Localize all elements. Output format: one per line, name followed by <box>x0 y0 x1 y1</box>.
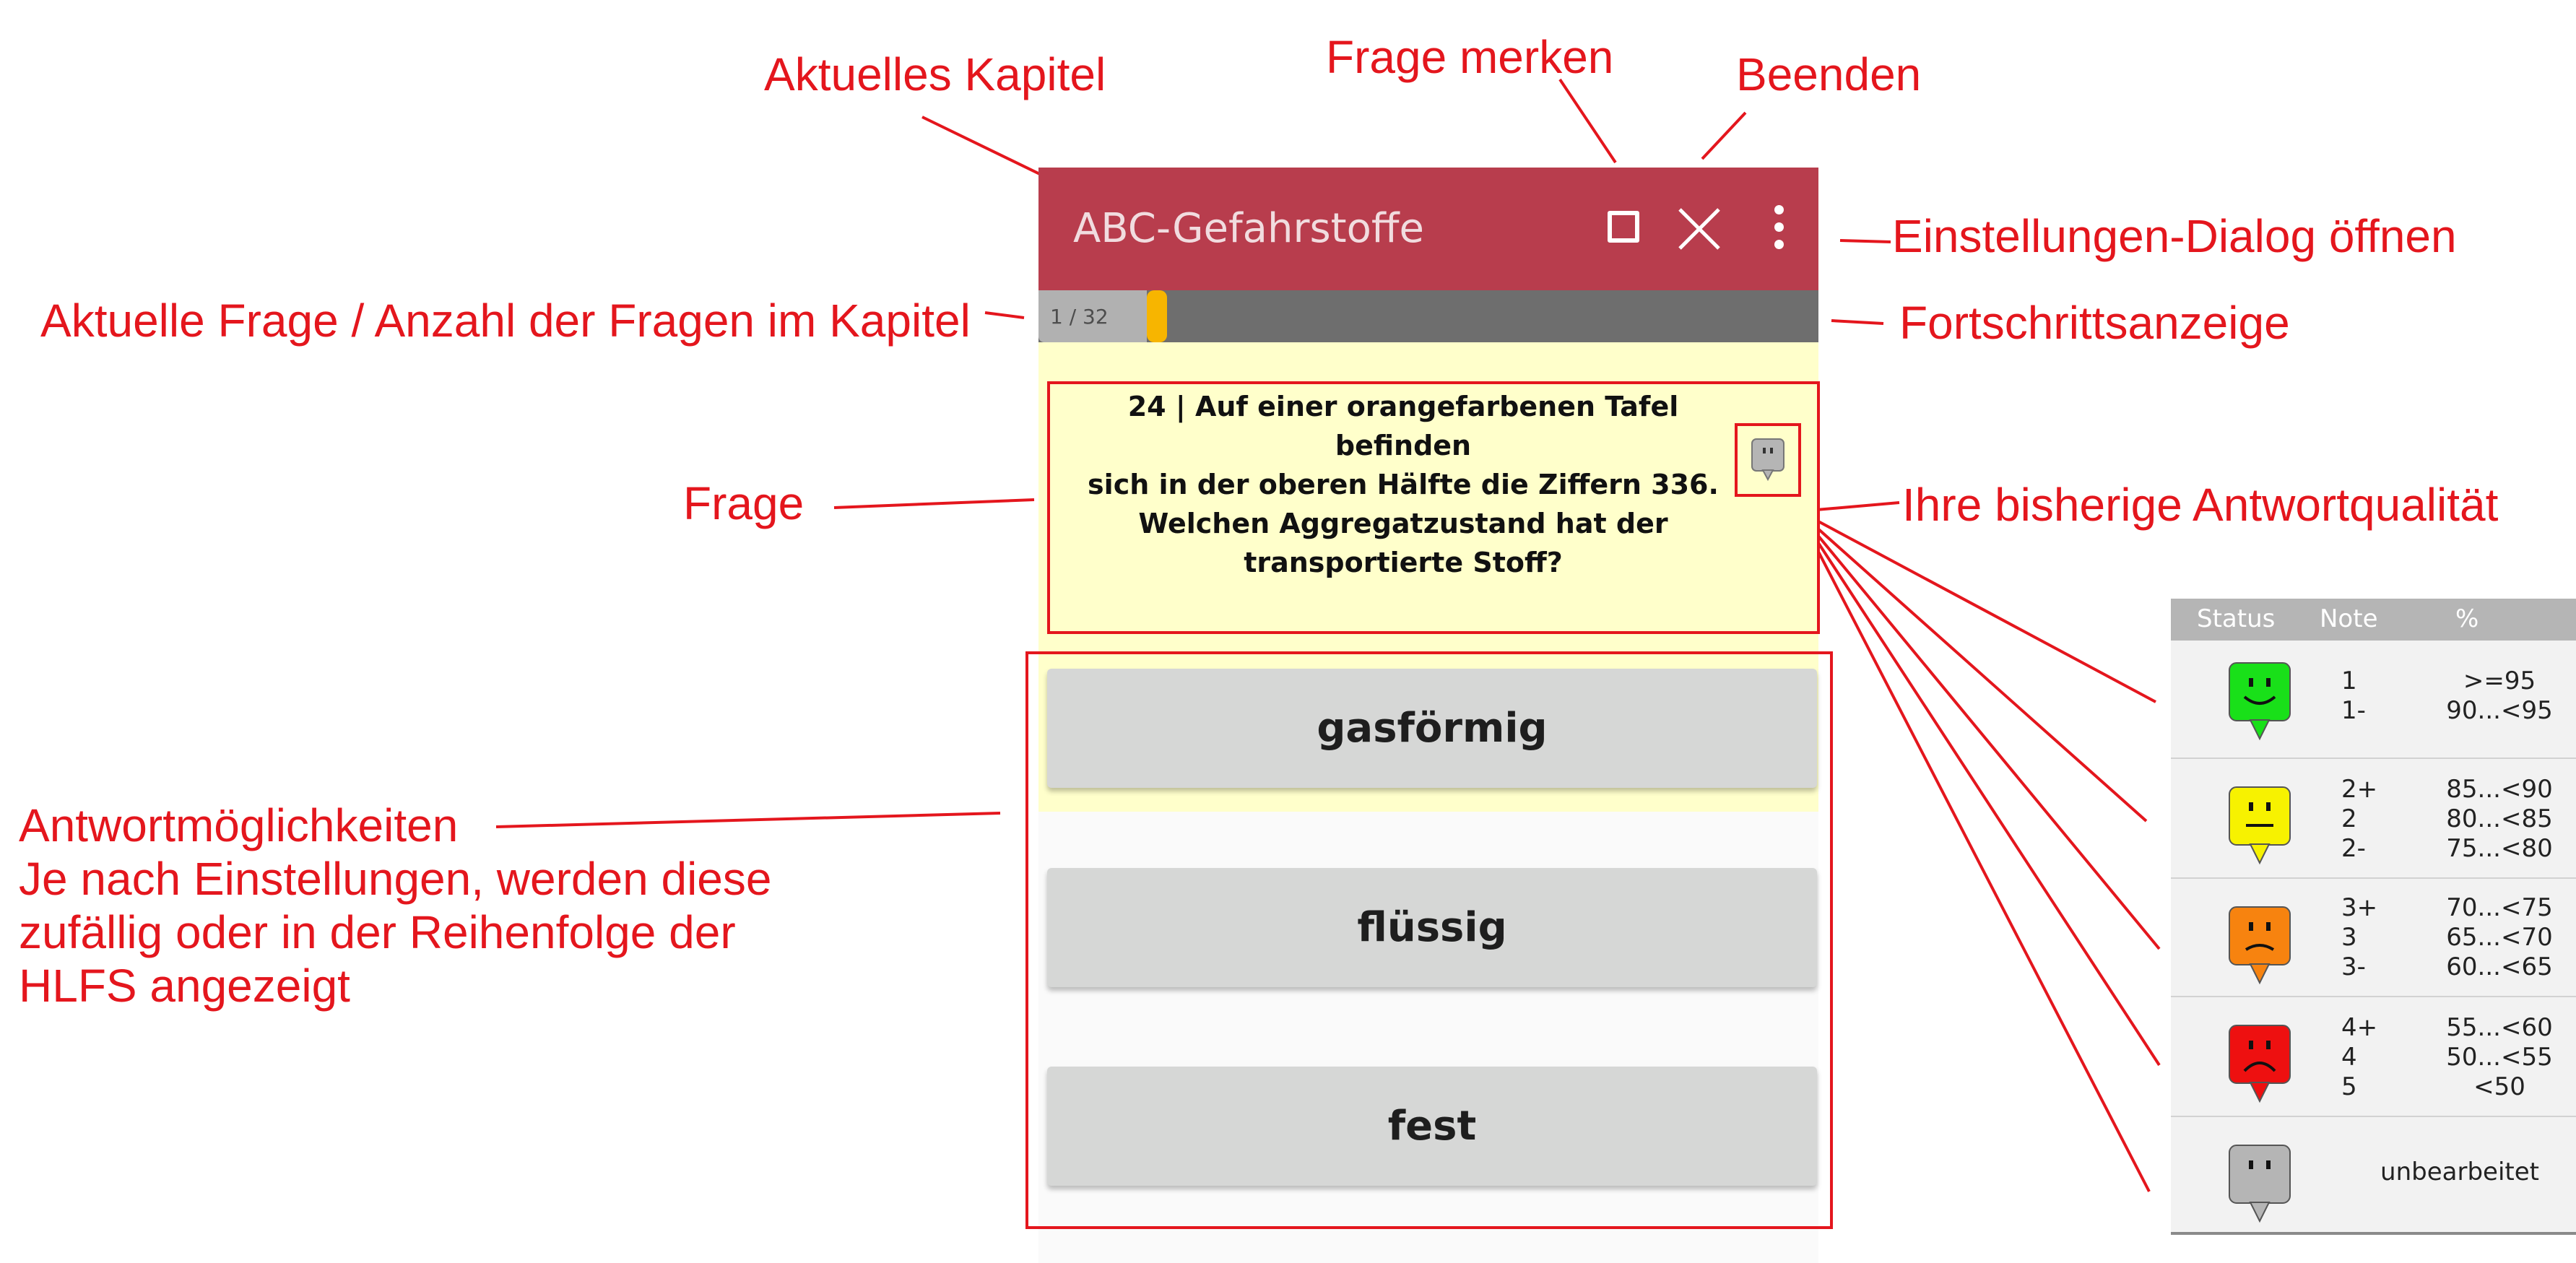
legend-header-percent: % <box>2455 604 2479 633</box>
chapter-title: ABC-Gefahrstoffe <box>1073 205 1424 252</box>
answer-button-1[interactable]: gasförmig <box>1047 669 1817 788</box>
annotation-question: Frage <box>683 477 805 529</box>
bookmark-question-checkbox[interactable] <box>1608 211 1639 243</box>
annotation-bookmark-question: Frage merken <box>1326 31 1614 83</box>
annotation-current-chapter: Aktuelles Kapitel <box>764 48 1106 100</box>
progress-bar: 1 / 32 <box>1038 290 1818 342</box>
annotation-settings-dialog: Einstellungen-Dialog öffnen <box>1892 210 2457 262</box>
happy-face-icon <box>2229 662 2291 741</box>
sad-face-icon <box>2229 906 2291 985</box>
annotation-progress-indicator: Fortschrittsanzeige <box>1899 297 2290 349</box>
answer-button-3[interactable]: fest <box>1047 1067 1817 1186</box>
annotation-answer-quality: Ihre bisherige Antwortqualität <box>1902 479 2499 531</box>
legend-header-status: Status <box>2197 604 2276 633</box>
question-highlight-frame <box>1047 381 1820 634</box>
legend-header-note: Note <box>2320 604 2378 633</box>
quiz-screen: ABC-Gefahrstoffe 1 / 32 24 | Auf einer o… <box>1025 168 1833 1263</box>
legend-bottom-rule <box>2171 1232 2576 1235</box>
annotation-question-counter: Aktuelle Frage / Anzahl der Fragen im Ka… <box>40 295 971 347</box>
overflow-menu-icon[interactable] <box>1768 205 1790 253</box>
answer-quality-frame <box>1735 423 1801 497</box>
legend-row-satisfactory: 2+ 2 2- 85...<90 80...<85 75...<80 <box>2171 759 2576 879</box>
answer-options-frame <box>1025 651 1833 1229</box>
quality-legend: Status Note % 1 1- >=95 90...<95 <box>2171 599 2576 1235</box>
legend-header: Status Note % <box>2171 599 2576 641</box>
app-bar: ABC-Gefahrstoffe <box>1038 168 1818 290</box>
question-counter: 1 / 32 <box>1038 290 1147 342</box>
empty-face-icon <box>2229 1145 2291 1223</box>
neutral-face-icon <box>2229 786 2291 865</box>
legend-row-poor: 4+ 4 5 55...<60 50...<55 <50 <box>2171 997 2576 1117</box>
unhappy-face-icon <box>2229 1025 2291 1103</box>
annotation-answer-options: Antwortmöglichkeiten Je nach Einstellung… <box>19 799 772 1012</box>
question-text: 24 | Auf einer orangefarbenen Tafel befi… <box>1088 391 1719 578</box>
legend-unprocessed-label: unbearbeitet <box>2380 1158 2539 1186</box>
close-icon[interactable] <box>1674 204 1725 254</box>
legend-row-good: 1 1- >=95 90...<95 <box>2171 641 2576 759</box>
legend-row-sufficient: 3+ 3 3- 70...<75 65...<70 60...<65 <box>2171 879 2576 997</box>
annotation-quit: Beenden <box>1736 48 1922 100</box>
progress-indicator <box>1147 290 1167 342</box>
legend-row-unprocessed: unbearbeitet <box>2171 1117 2576 1232</box>
answer-button-2[interactable]: flüssig <box>1047 868 1817 987</box>
neutral-face-bubble-icon <box>1751 438 1784 482</box>
